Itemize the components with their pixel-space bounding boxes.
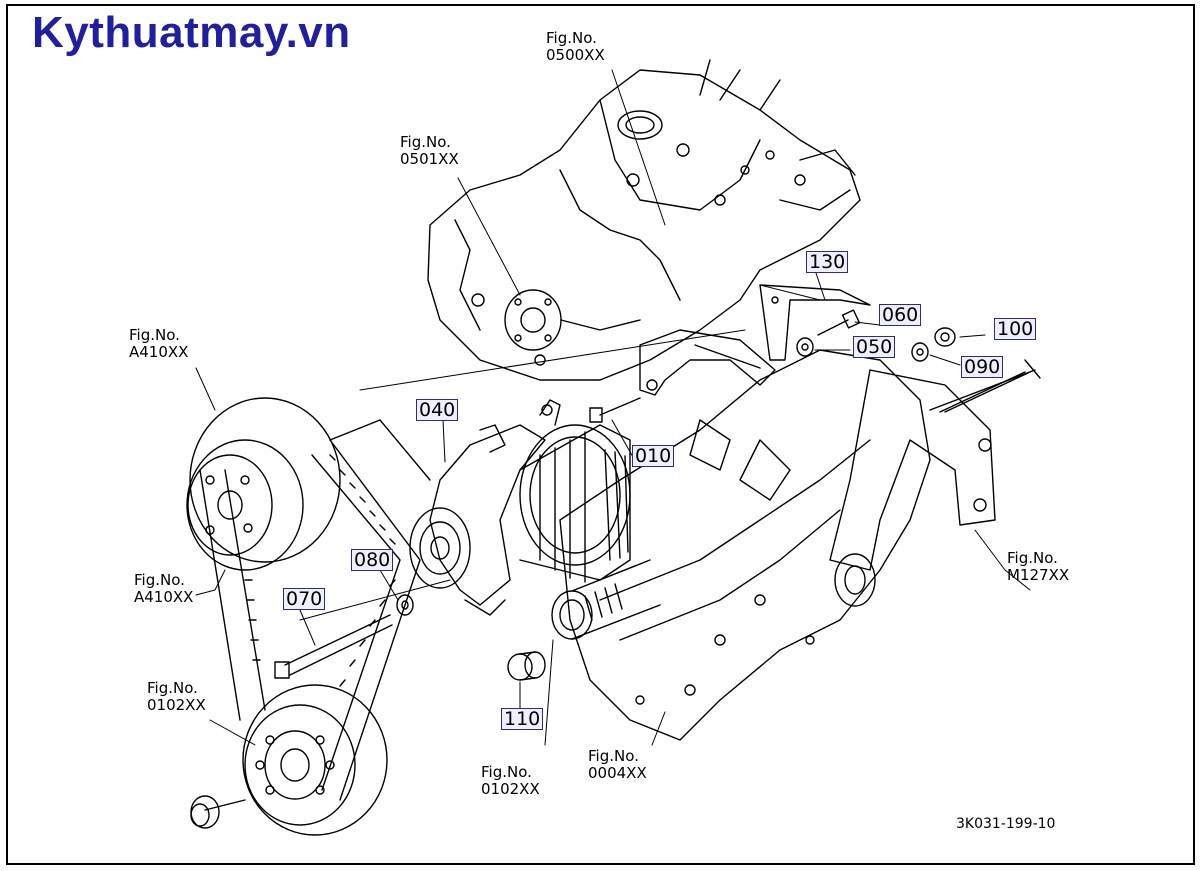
figure-ref-label: Fig.No. (1007, 549, 1058, 567)
washer-080 (396, 594, 414, 616)
figure-ref-a410-top: Fig.No. A410XX (129, 327, 188, 361)
engine-upper-block (427, 59, 861, 381)
leader-lines (195, 69, 1031, 746)
spacer-110 (507, 651, 546, 681)
figure-ref-code: 0102XX (147, 696, 206, 714)
part-label-090: 090 (961, 356, 1004, 378)
bolt-long (939, 371, 1026, 413)
drawing-code: 3K031-199-10 (956, 816, 1056, 832)
figure-ref-0501: Fig.No. 0501XX (400, 134, 459, 168)
crank-bolt (190, 795, 246, 829)
figure-ref-code: 0102XX (481, 780, 540, 798)
figure-ref-label: Fig.No. (400, 133, 451, 151)
figure-ref-code: 0004XX (588, 764, 647, 782)
figure-ref-label: Fig.No. (481, 763, 532, 781)
figure-ref-a410-bottom: Fig.No. A410XX (134, 572, 193, 606)
figure-ref-label: Fig.No. (147, 679, 198, 697)
figure-ref-0102-center: Fig.No. 0102XX (481, 764, 540, 798)
part-label-130: 130 (806, 251, 849, 273)
figure-ref-0004: Fig.No. 0004XX (588, 748, 647, 782)
figure-ref-label: Fig.No. (134, 571, 185, 589)
mounting-bracket (829, 359, 1041, 571)
adjusting-plate-010 (639, 329, 776, 396)
washer-050 (796, 337, 814, 357)
figure-ref-label: Fig.No. (129, 326, 180, 344)
bolt-060 (817, 309, 861, 336)
fan-pulley (186, 397, 341, 571)
part-label-010: 010 (632, 445, 675, 467)
part-label-070: 070 (283, 588, 326, 610)
part-label-080: 080 (351, 549, 394, 571)
figure-ref-code: A410XX (129, 343, 189, 361)
engine-lower-block (559, 349, 931, 741)
figure-ref-code: 0501XX (400, 150, 459, 168)
bracket-130 (759, 284, 871, 361)
water-pump-hub (504, 289, 641, 351)
diagram-frame (6, 4, 1195, 865)
part-label-050: 050 (853, 336, 896, 358)
alternator-040 (409, 399, 631, 616)
washer-090 (911, 342, 929, 362)
part-label-100: 100 (994, 318, 1037, 340)
figure-ref-m127: Fig.No. M127XX (1007, 550, 1069, 584)
crank-pulley (242, 684, 388, 836)
site-logo: Kythuatmay.vn (32, 8, 351, 57)
nut-100 (934, 327, 956, 347)
v-belt (199, 419, 431, 801)
figure-ref-code: 0500XX (546, 46, 605, 64)
part-label-040: 040 (416, 399, 459, 421)
bolt-010 (589, 397, 641, 423)
figure-ref-code: A410XX (134, 588, 194, 606)
bolt-070 (274, 614, 393, 679)
starter-spline (551, 559, 661, 640)
figure-ref-label: Fig.No. (588, 747, 639, 765)
part-label-060: 060 (879, 304, 922, 326)
figure-ref-0500: Fig.No. 0500XX (546, 30, 605, 64)
part-label-110: 110 (501, 708, 544, 730)
figure-ref-code: M127XX (1007, 566, 1070, 584)
figure-ref-0102-left: Fig.No. 0102XX (147, 680, 206, 714)
figure-ref-label: Fig.No. (546, 29, 597, 47)
